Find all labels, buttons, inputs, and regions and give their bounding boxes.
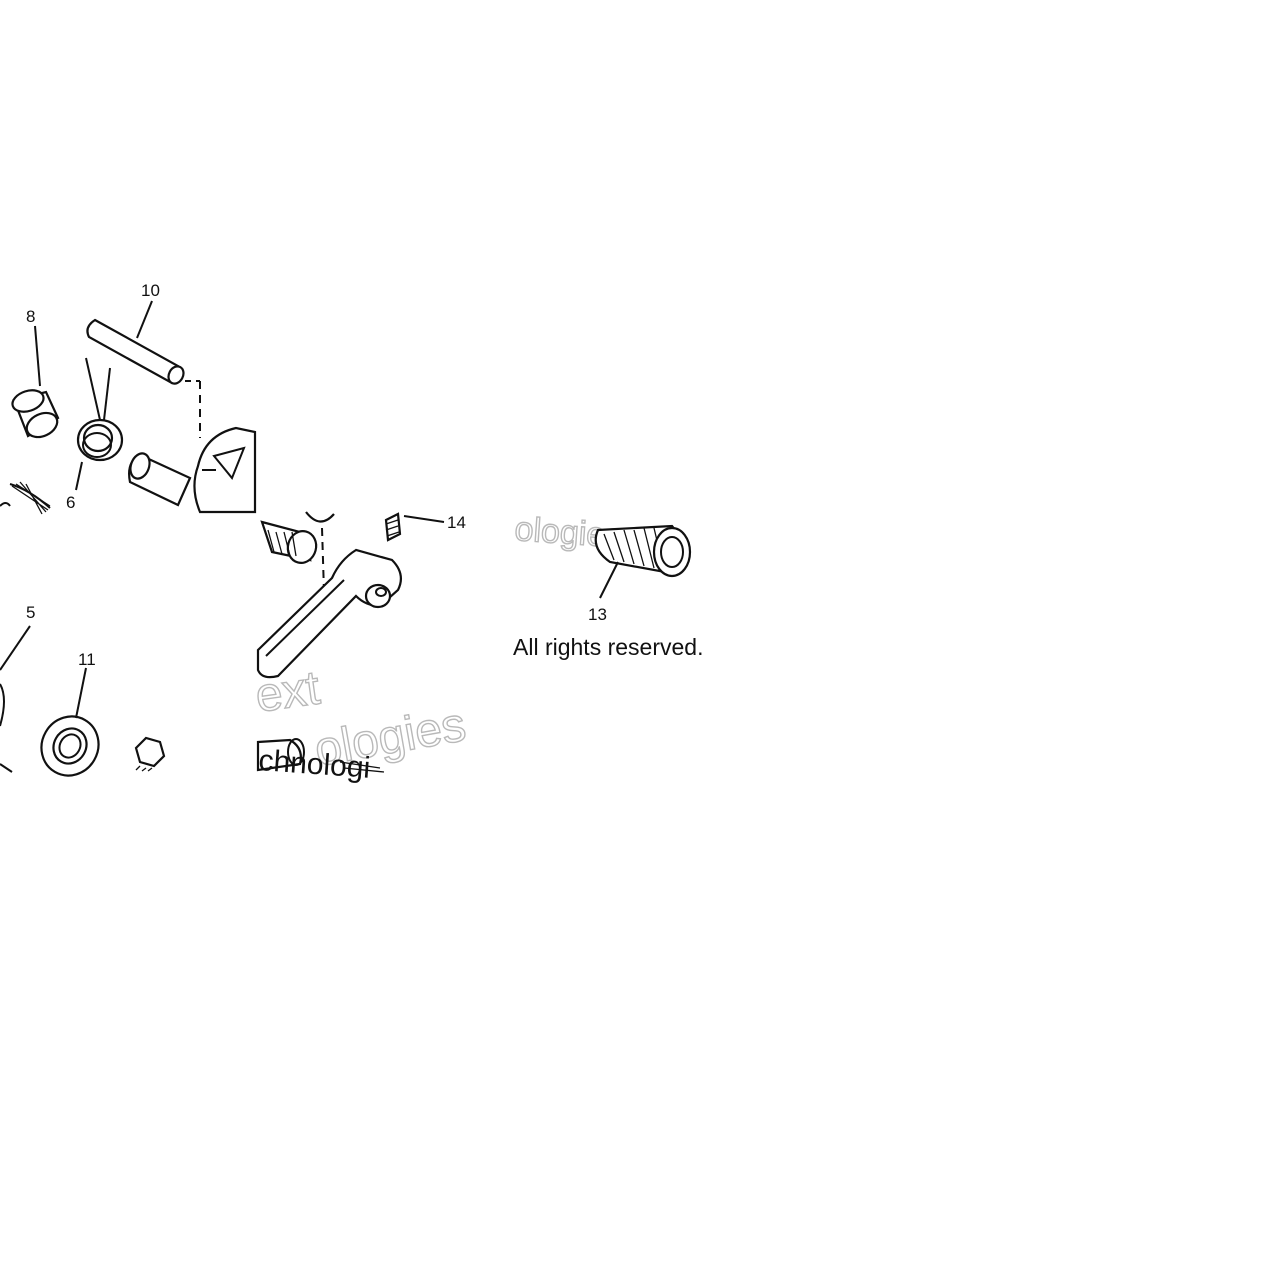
callout-10: 10: [141, 281, 160, 300]
splined-shaft: [260, 520, 318, 564]
center-panel: 14: [256, 511, 466, 773]
pin-part-10: [86, 318, 185, 385]
left-panel: 10 8 6: [0, 281, 257, 777]
right-panel: ologies 13 All rights reserved.: [513, 509, 704, 660]
leader-10: [136, 300, 153, 339]
pivot-shaft: [128, 452, 192, 507]
bracket: [193, 426, 257, 514]
seal-part-11: [40, 715, 100, 777]
grip-part-13: [594, 524, 692, 578]
stud-part-14: [384, 512, 402, 542]
leader-8: [34, 325, 41, 387]
callout-13: 13: [588, 605, 607, 624]
callout-14: 14: [447, 513, 466, 532]
leader-11: [75, 667, 87, 719]
watermark-1: ext: [252, 661, 323, 722]
callout-8: 8: [26, 307, 35, 326]
lower-pivot: [256, 738, 385, 773]
callout-5: 5: [26, 603, 35, 622]
shift-lever: [256, 548, 403, 679]
part-5-edge: [0, 683, 5, 727]
leader-14: [403, 515, 445, 523]
copyright-notice: All rights reserved.: [513, 634, 703, 660]
top-washer: [305, 511, 335, 523]
leader-5: [0, 625, 31, 671]
leader-6: [75, 461, 83, 491]
coil-spring: [0, 481, 51, 515]
callout-6: 6: [66, 493, 75, 512]
spring-part-6: [76, 357, 124, 462]
fragment: [0, 763, 13, 773]
collar-part-8: [11, 389, 60, 439]
leader-13: [599, 561, 619, 599]
callout-11: 11: [78, 650, 96, 669]
bolt: [134, 736, 166, 772]
dash-line-center: [321, 527, 325, 593]
watermark-3: chnologi: [258, 744, 372, 785]
